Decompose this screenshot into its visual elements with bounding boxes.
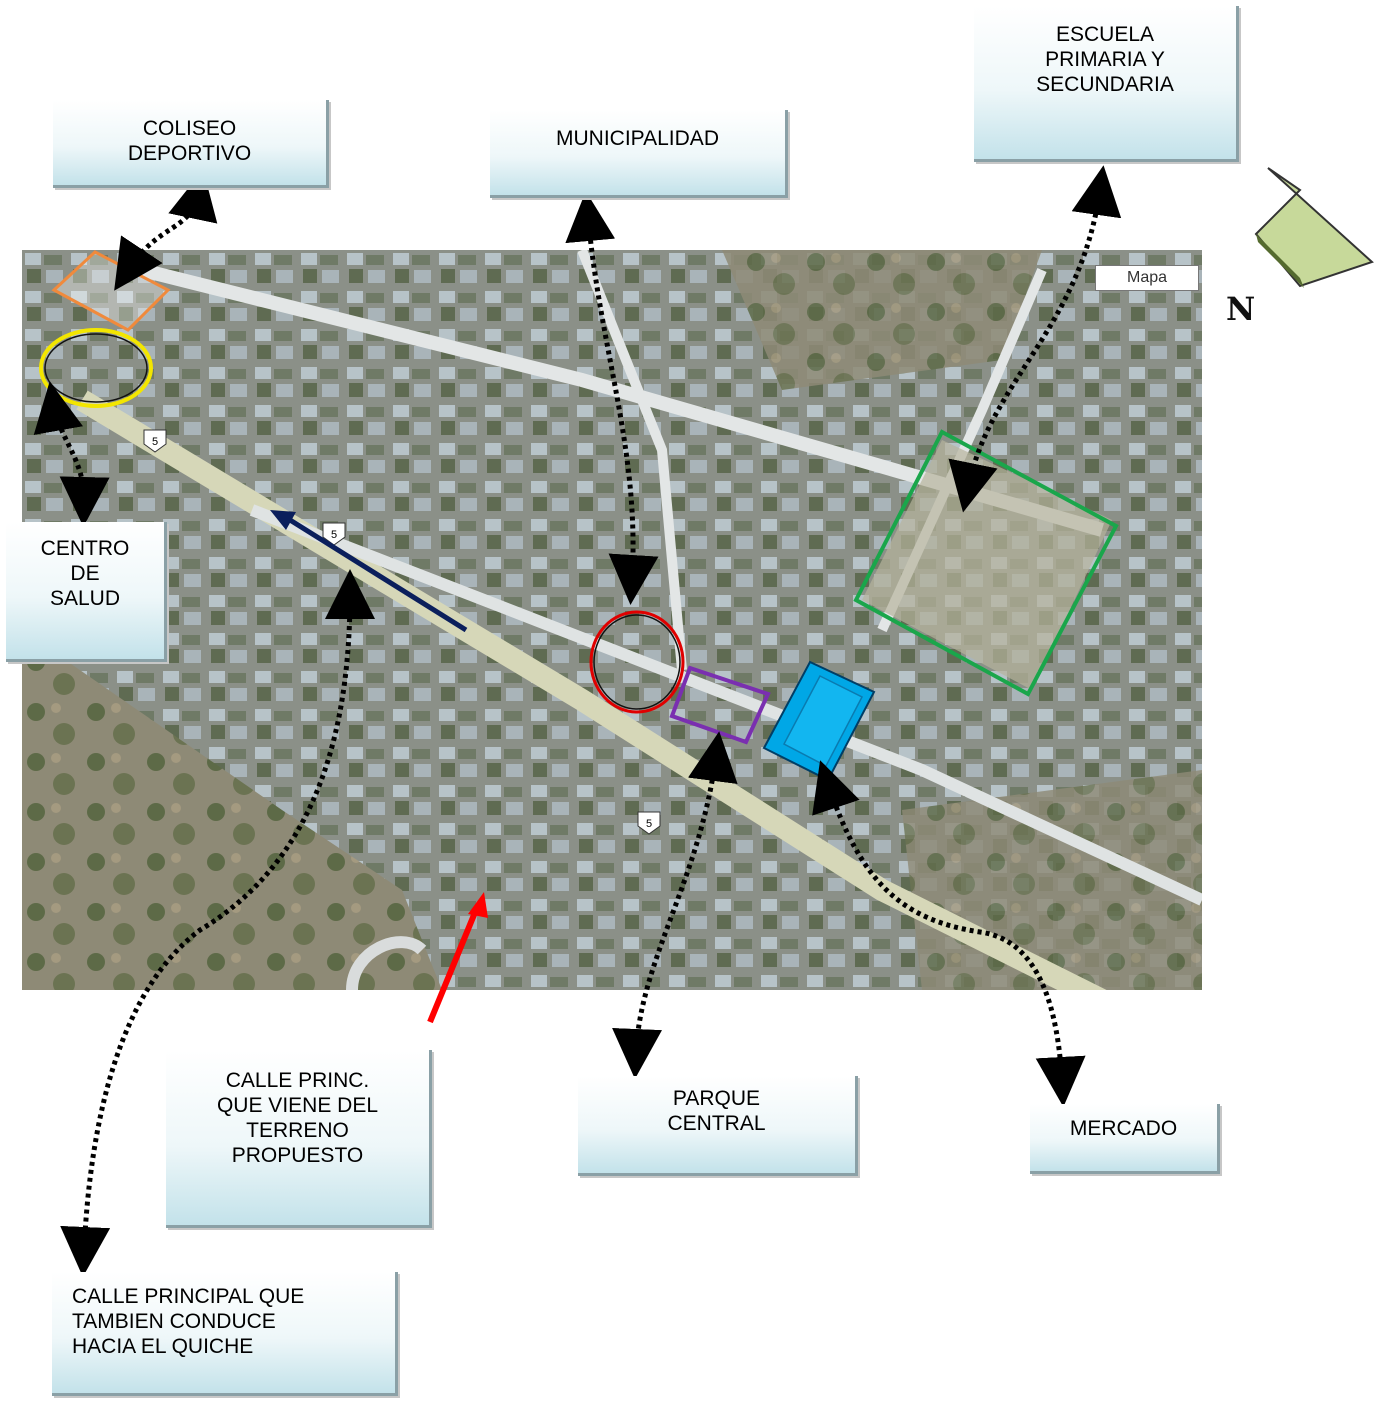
leader-escuela [948, 165, 1122, 513]
label-escuela: ESCUELA PRIMARIA Y SECUNDARIA [974, 6, 1239, 162]
leader-coliseo [114, 169, 218, 291]
escuela-outline [853, 429, 1119, 697]
red-arrow [427, 892, 488, 1024]
centro-salud-outline [39, 328, 153, 408]
leader-parque [612, 731, 738, 1079]
leader-centro-salud [33, 381, 110, 527]
route-shield: 5 [322, 522, 346, 546]
mercado-block [762, 660, 876, 782]
leader-calle-quiche [60, 569, 375, 1277]
municipalidad-outline [589, 610, 685, 714]
label-centro-salud: CENTRO DE SALUD [6, 522, 167, 662]
svg-text:5: 5 [152, 436, 158, 448]
label-coliseo-deportivo: COLISEO DEPORTIVO [53, 100, 329, 188]
centro-salud-outline-inner [44, 333, 148, 403]
label-municipalidad: MUNICIPALIDAD [490, 110, 788, 198]
svg-text:5: 5 [331, 529, 337, 541]
coliseo-outline [51, 250, 171, 332]
north-label: N [1226, 290, 1256, 328]
municipalidad-outline-inner [593, 614, 681, 710]
label-mercado: MERCADO [1030, 1104, 1220, 1174]
label-parque-central: PARQUE CENTRAL [578, 1076, 858, 1176]
parque-outline [669, 665, 771, 745]
blue-arrow [270, 510, 468, 633]
north-arrow-icon [1254, 167, 1374, 288]
label-calle-princ-terreno: CALLE PRINC. QUE VIENE DEL TERRENO PROPU… [166, 1050, 432, 1228]
leader-mercado [812, 760, 1086, 1107]
leader-municipalidad [565, 191, 659, 605]
label-calle-principal-quiche: CALLE PRINCIPAL QUE TAMBIEN CONDUCE HACI… [52, 1272, 398, 1396]
route-shield: 5 [143, 429, 167, 453]
